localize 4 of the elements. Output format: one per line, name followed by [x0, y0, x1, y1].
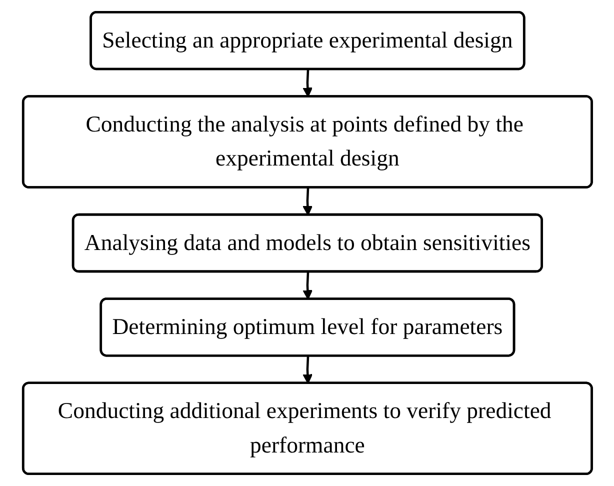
arrow — [302, 272, 312, 300]
arrow — [302, 356, 312, 384]
arrow — [302, 69, 312, 98]
arrow — [302, 188, 312, 216]
